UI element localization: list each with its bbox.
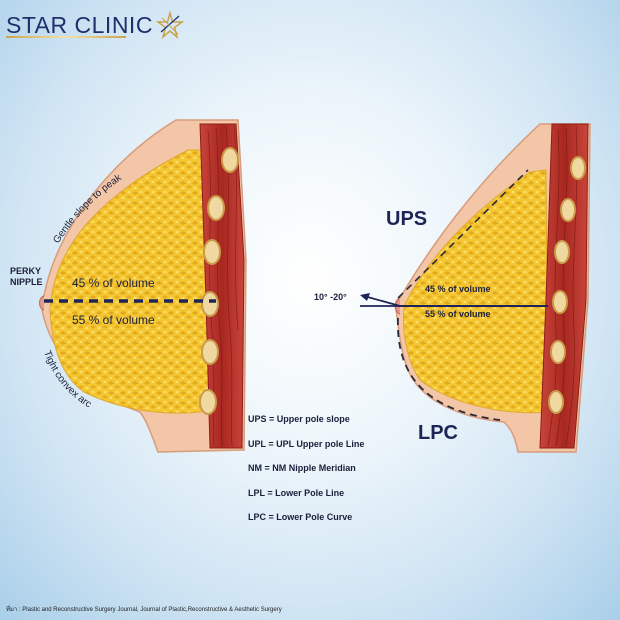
- left-nipple: [38, 295, 45, 311]
- right-ribs: [548, 156, 586, 414]
- left-lower-volume: 55 % of volume: [72, 313, 155, 327]
- star-icon: [155, 10, 185, 40]
- left-breast: Gentle slope to peak Tight convex arc: [38, 119, 247, 453]
- left-upper-volume: 45 % of volume: [72, 276, 155, 290]
- right-fat: [403, 169, 549, 414]
- perky-nipple-label: PERKY NIPPLE: [10, 266, 43, 287]
- lower-pole-curve: [397, 317, 501, 421]
- source-citation: ที่มา : Plastic and Reconstructive Surge…: [6, 607, 282, 613]
- legend-item-ups: UPS = Upper pole slope: [248, 414, 350, 424]
- angle-arrow-line: [363, 295, 401, 307]
- left-ribs: [199, 147, 239, 415]
- lpc-label: LPC: [418, 422, 458, 444]
- ups-label: UPS: [386, 208, 428, 230]
- angle-arrow-head: [360, 293, 370, 301]
- upper-pole-line: [397, 169, 529, 299]
- right-lower-volume: 55 % of volume: [425, 309, 491, 319]
- logo: STAR CLINIC: [6, 8, 185, 42]
- legend-item-lpc: LPC = Lower Pole Curve: [248, 512, 353, 522]
- right-breast: [360, 123, 591, 453]
- legend-item-upl: UPL = UPL Upper pole Line: [248, 438, 365, 449]
- legend: UPS = Upper pole slope UPL = UPL Upper p…: [248, 412, 364, 535]
- left-fat: [49, 149, 213, 414]
- angle-label: 10° -20°: [314, 292, 347, 302]
- legend-item-nm: NM = NM Nipple Meridian: [248, 463, 356, 473]
- brand-name: STAR CLINIC: [6, 11, 153, 38]
- legend-item-lpl: LPL = Lower Pole Line: [248, 487, 345, 498]
- logo-underline: [6, 36, 126, 38]
- right-upper-volume: 45 % of volume: [425, 284, 491, 294]
